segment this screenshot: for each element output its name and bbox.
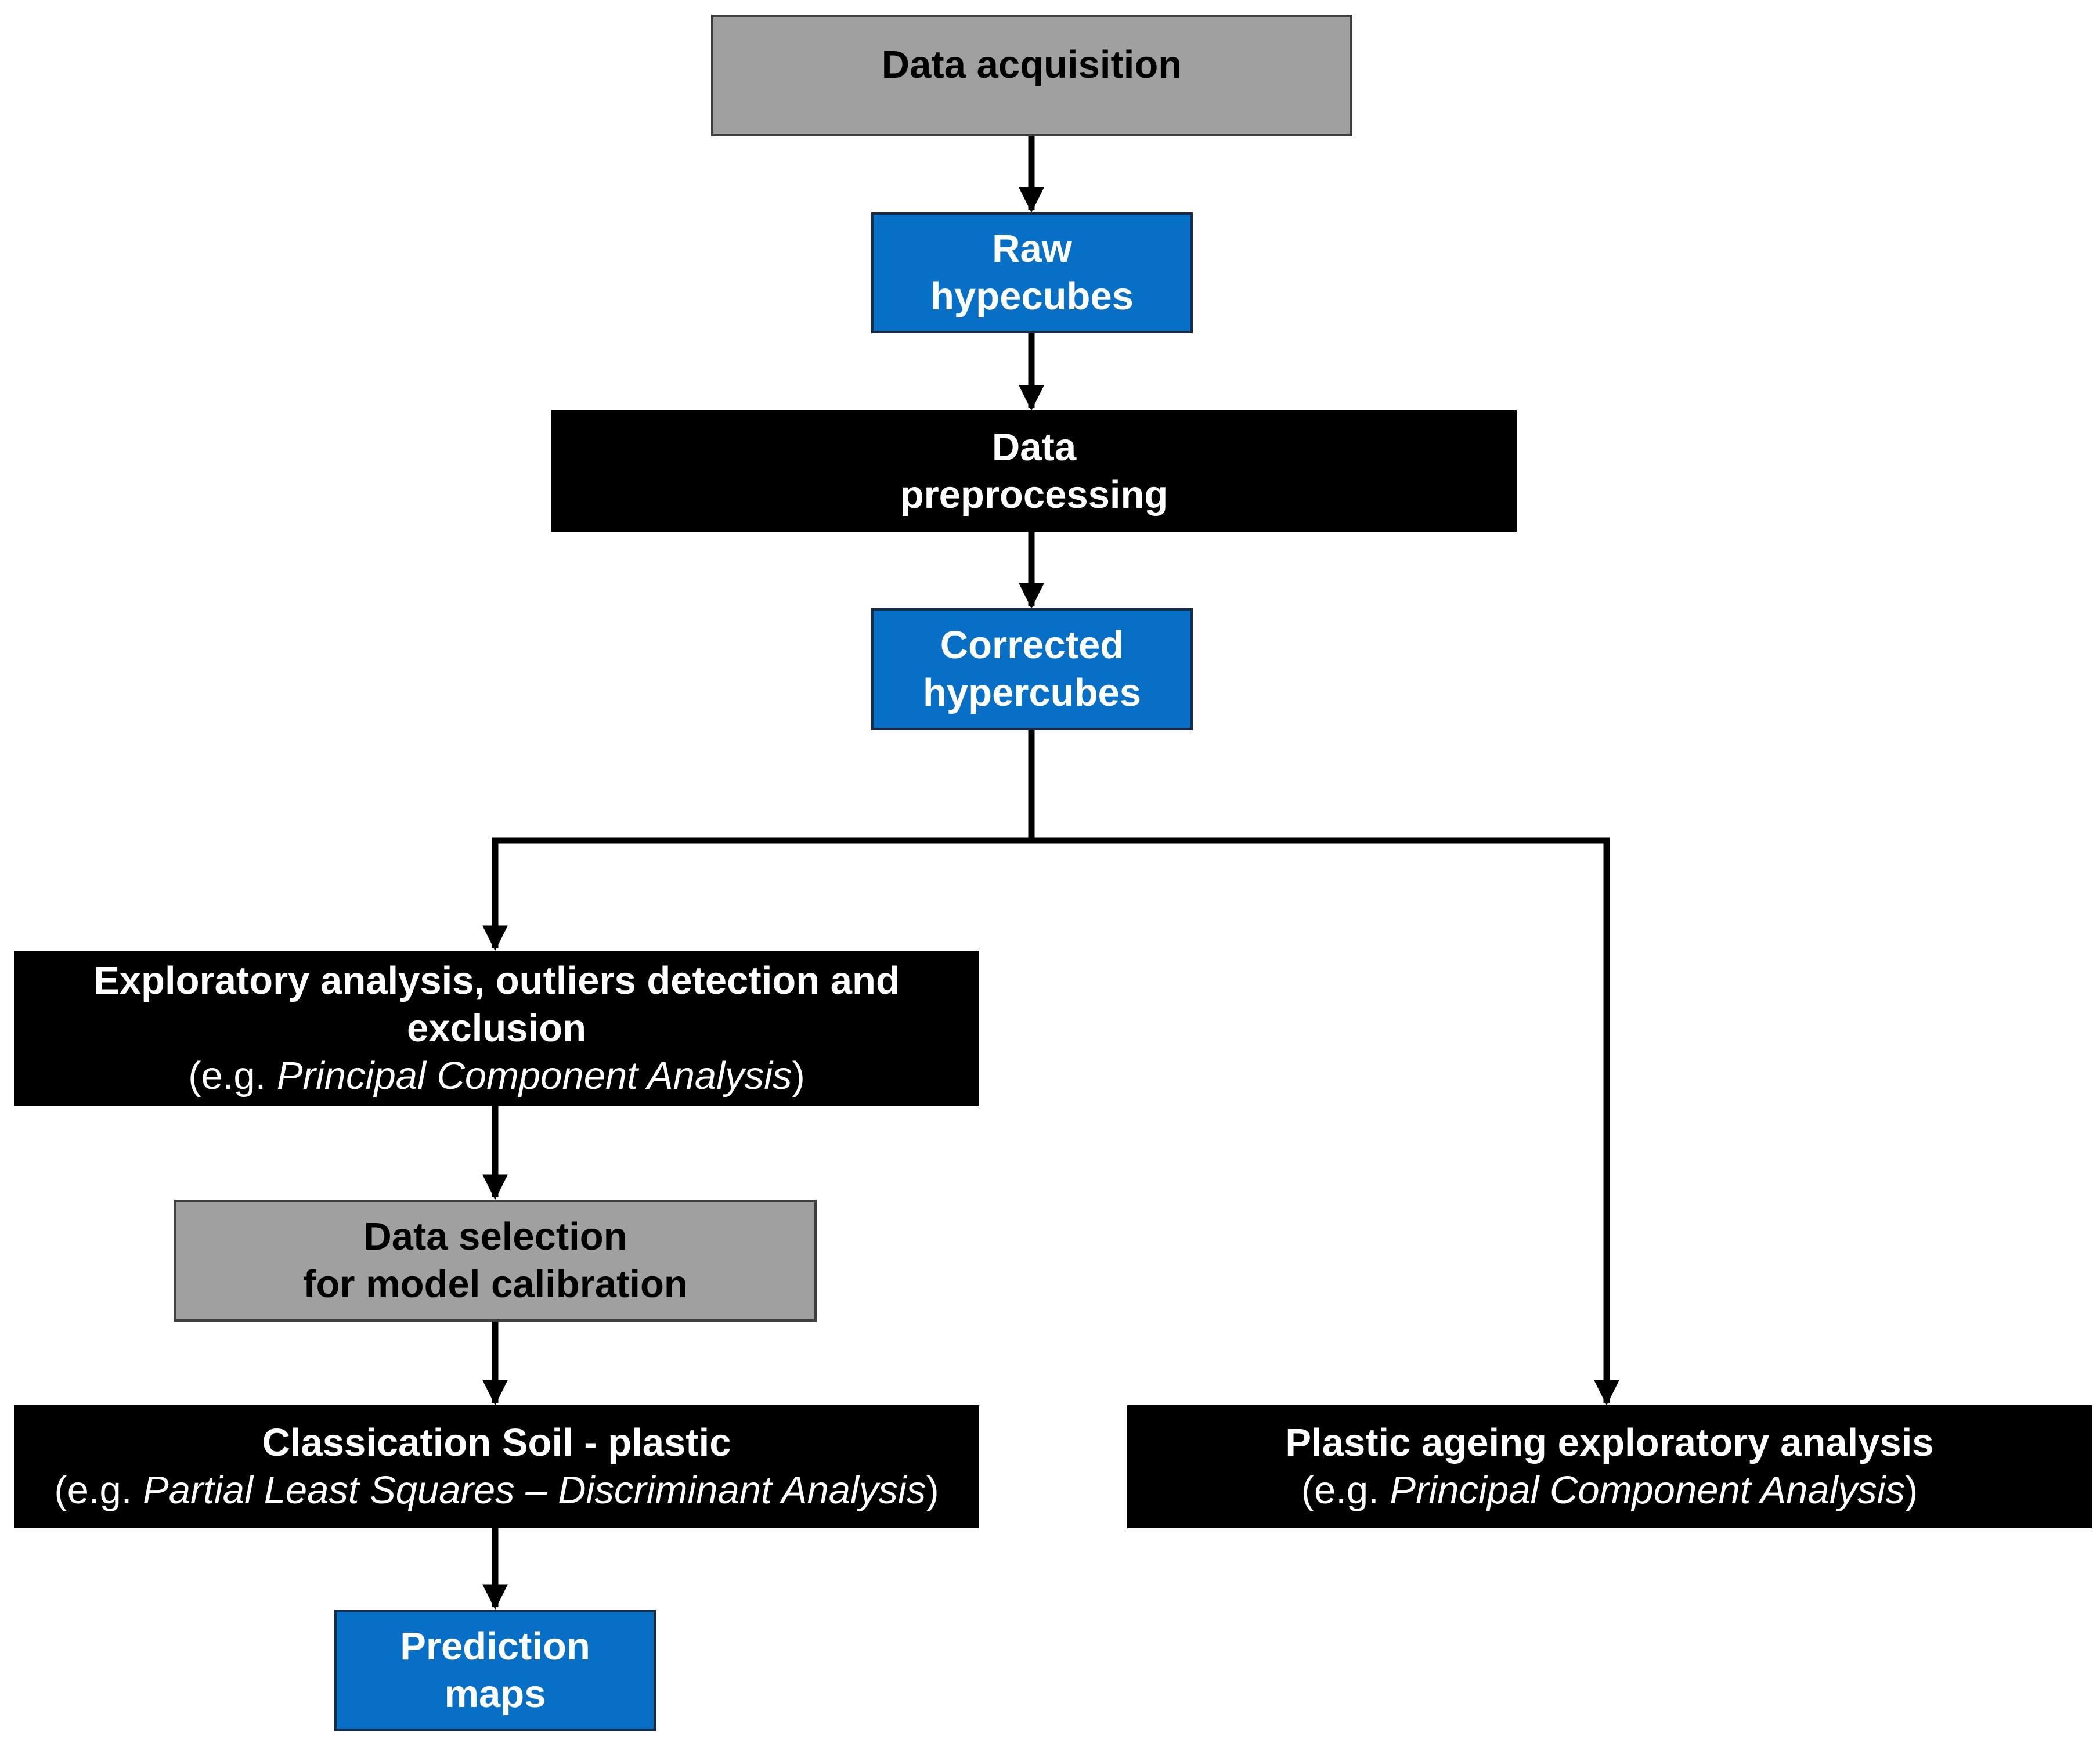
node-corrected-hypercubes: Corrected hypercubes (871, 608, 1193, 730)
node-title: Classication Soil - plastic (262, 1421, 731, 1464)
example-prefix: (e.g. (54, 1468, 143, 1512)
example-method: Principal Component Analysis (1390, 1468, 1905, 1512)
node-classification: Classication Soil - plastic (e.g. Partia… (14, 1405, 979, 1528)
node-data-acquisition: Data acquisition (711, 15, 1352, 136)
node-title: Corrected hypercubes (922, 623, 1142, 714)
node-title: Raw hypecubes (930, 227, 1134, 318)
example-prefix: (e.g. (1301, 1468, 1390, 1512)
arrow-corrected-to-ageing (1031, 837, 1619, 1406)
node-exploratory-analysis: Exploratory analysis, outliers detection… (14, 951, 979, 1106)
node-title: Data preprocessing (900, 425, 1168, 517)
example-method: Principal Component Analysis (276, 1054, 792, 1098)
example-method: Partial Least Squares – Discriminant Ana… (143, 1468, 926, 1512)
node-title: Exploratory analysis, outliers detection… (93, 959, 900, 1050)
node-example: (e.g. Principal Component Analysis) (1301, 1467, 1918, 1514)
example-suffix: ) (1904, 1468, 1918, 1512)
example-prefix: (e.g. (188, 1054, 277, 1098)
node-data-selection: Data selection for model calibration (174, 1200, 817, 1322)
arrow-corrected-to-exploratory (482, 730, 1035, 951)
node-plastic-ageing: Plastic ageing exploratory analysis (e.g… (1127, 1405, 2092, 1528)
node-raw-hypecubes: Raw hypecubes (871, 212, 1193, 333)
example-suffix: ) (926, 1468, 939, 1512)
node-title: Plastic ageing exploratory analysis (1285, 1421, 1934, 1464)
node-example: (e.g. Principal Component Analysis) (188, 1052, 805, 1100)
example-suffix: ) (792, 1054, 805, 1098)
node-data-preprocessing: Data preprocessing (551, 410, 1517, 532)
node-title: Prediction maps (400, 1625, 590, 1716)
node-title: Data acquisition (881, 43, 1182, 86)
node-example: (e.g. Partial Least Squares – Discrimina… (54, 1467, 939, 1514)
node-prediction-maps: Prediction maps (334, 1610, 656, 1731)
node-title: Data selection for model calibration (303, 1215, 688, 1306)
